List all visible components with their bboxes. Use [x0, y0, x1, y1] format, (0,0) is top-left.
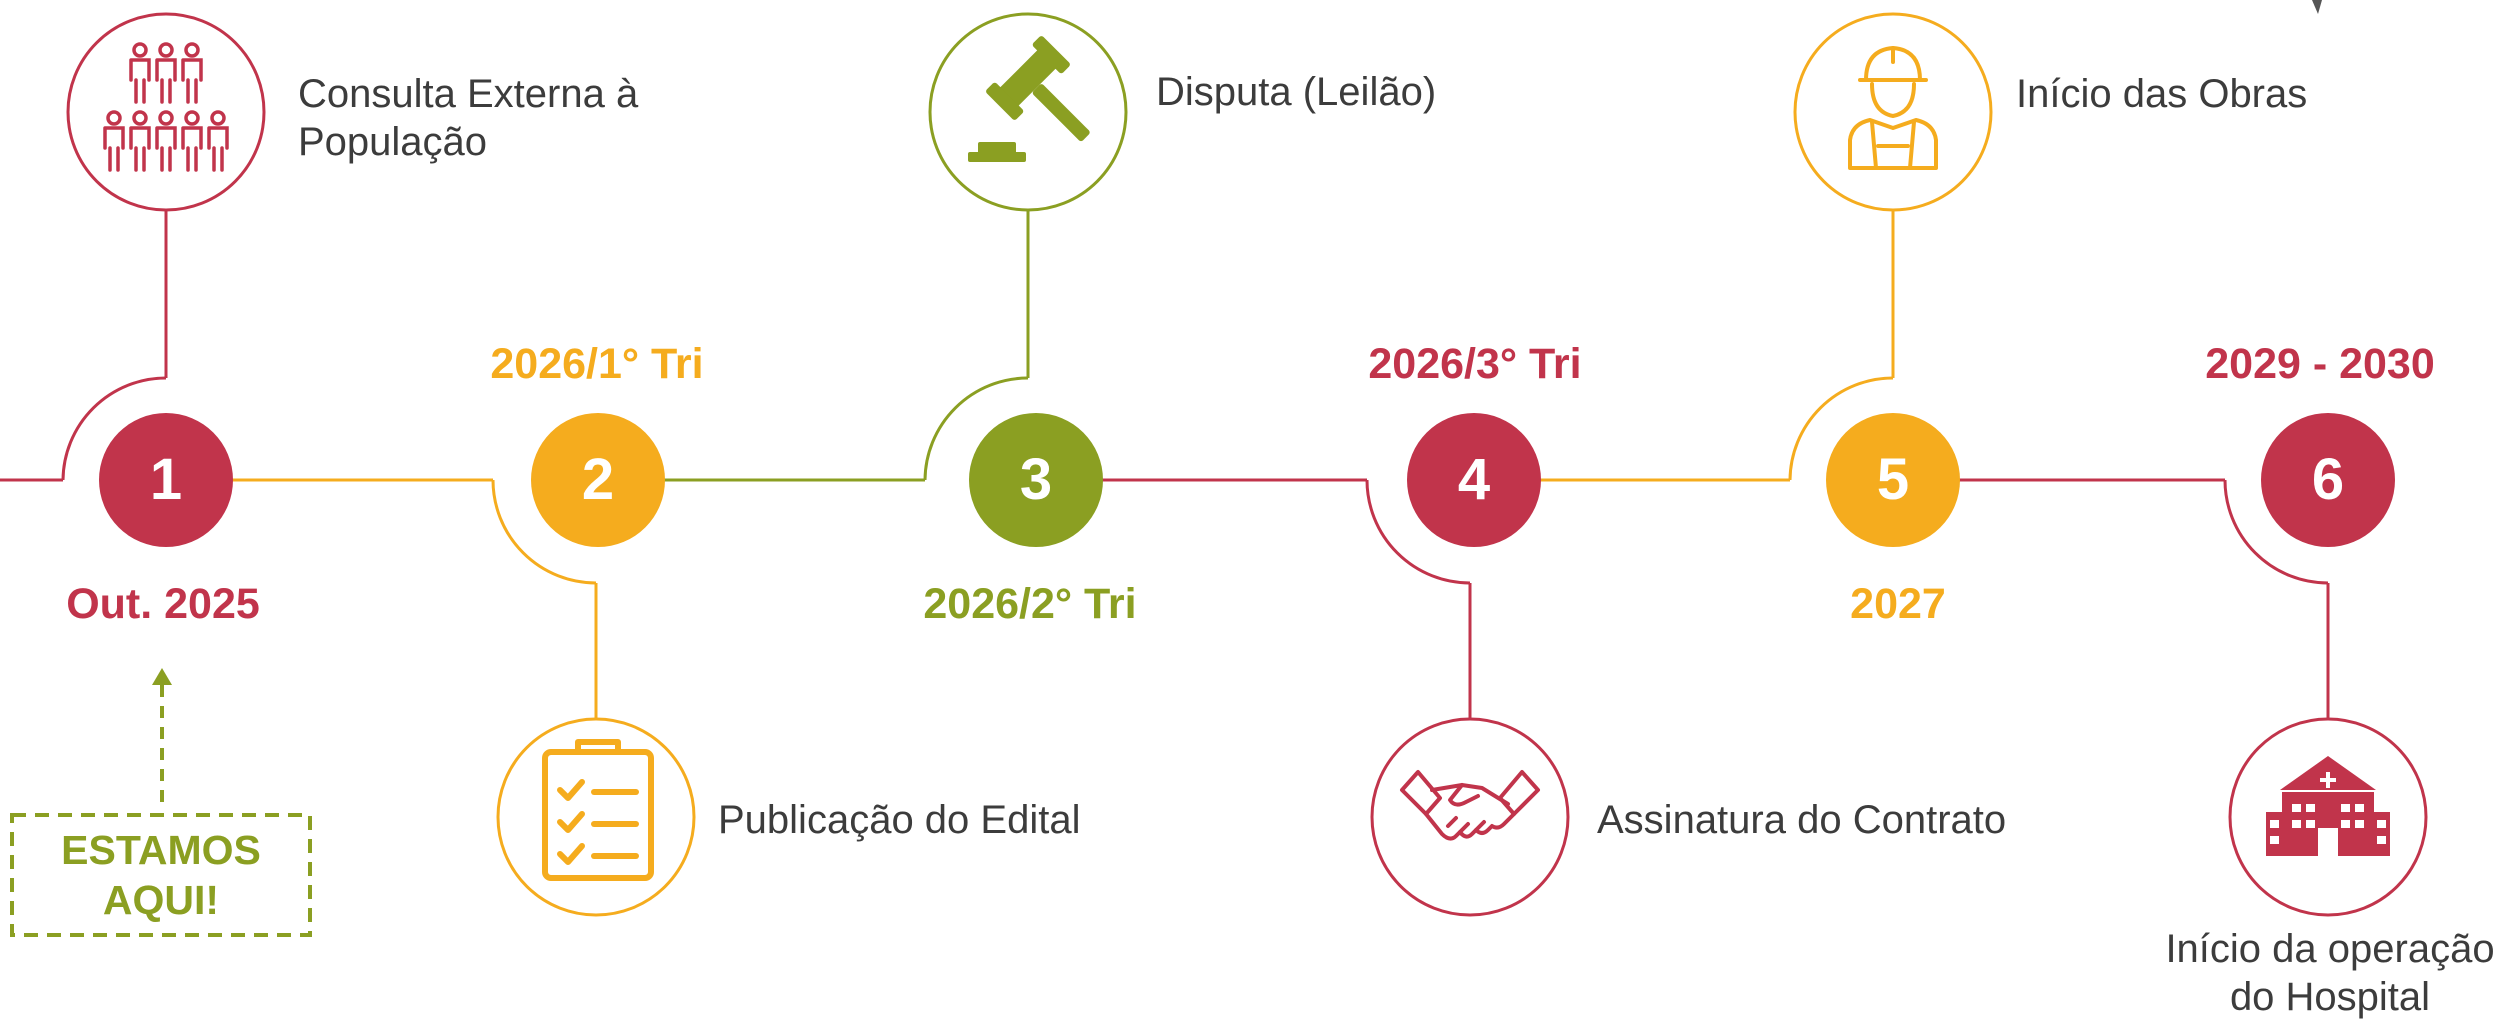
people-group-icon — [103, 42, 229, 172]
step-date-5: 2027 — [1850, 580, 1946, 628]
timeline-connectors — [0, 210, 2330, 718]
step-circles — [99, 413, 2395, 547]
step-number-5: 5 — [1876, 447, 1910, 512]
step-label-2: Publicação do Edital — [718, 798, 1081, 842]
step-date-4: 2026/3° Tri — [1368, 340, 1582, 388]
step-circle-2 — [531, 413, 665, 547]
step-label-3: Disputa (Leilão) — [1156, 70, 1437, 114]
step-label-5: Início das Obras — [2016, 72, 2308, 116]
step-circle-6 — [2261, 413, 2395, 547]
step-date-1: Out. 2025 — [66, 580, 260, 628]
step-label-6-line-2: do Hospital — [2229, 975, 2431, 1019]
connector-arc-2 — [491, 479, 597, 585]
step-circle-3 — [969, 413, 1103, 547]
marker-box — [10, 813, 312, 937]
step-number-3: 3 — [1019, 447, 1053, 512]
construction-worker-icon — [1848, 46, 1938, 170]
step-circle-5 — [1826, 413, 1960, 547]
corner-mark — [2312, 0, 2322, 14]
icon-circle-4 — [1370, 717, 1570, 917]
step-circle-4 — [1407, 413, 1541, 547]
connector-arc-1 — [61, 376, 167, 481]
connector-arc-4 — [1365, 479, 1471, 585]
connector-arc-3 — [923, 376, 1029, 481]
step-label-1: Consulta Externa à População — [298, 70, 638, 166]
step-number-2: 2 — [581, 447, 615, 512]
connector-arc-6 — [2223, 479, 2329, 585]
current-position-label: ESTAMOS AQUI! — [12, 815, 310, 935]
icon-circle-2 — [496, 717, 696, 917]
icon-circle-5 — [1793, 12, 1993, 212]
icon-circle-3 — [928, 12, 1128, 212]
marker-arrow-head — [152, 668, 172, 685]
handshake-icon — [1400, 770, 1540, 841]
step-label-6: Início da operação do Hospital — [2150, 925, 2507, 1021]
connector-arc-5 — [1788, 376, 1894, 481]
step-label-4: Assinatura do Contrato — [1597, 798, 2007, 842]
current-position-line-1: ESTAMOS — [61, 827, 261, 873]
clipboard-checklist-icon — [542, 739, 654, 881]
step-label-1-line-2: População — [298, 120, 488, 164]
step-number-6: 6 — [2311, 447, 2345, 512]
hospital-icon — [2266, 756, 2390, 856]
step-date-3: 2026/2° Tri — [923, 580, 1137, 628]
step-number-1: 1 — [149, 447, 183, 512]
current-position-line-2: AQUI! — [102, 877, 220, 923]
current-position-marker — [10, 668, 312, 937]
step-number-4: 4 — [1457, 447, 1491, 512]
step-label-1-line-1: Consulta Externa à — [298, 72, 639, 116]
step-date-2: 2026/1° Tri — [490, 340, 704, 388]
step-date-6: 2029 - 2030 — [2205, 340, 2435, 388]
step-circle-1 — [99, 413, 233, 547]
gavel-icon — [968, 36, 1090, 162]
step-label-6-line-1: Início da operação — [2165, 927, 2495, 971]
